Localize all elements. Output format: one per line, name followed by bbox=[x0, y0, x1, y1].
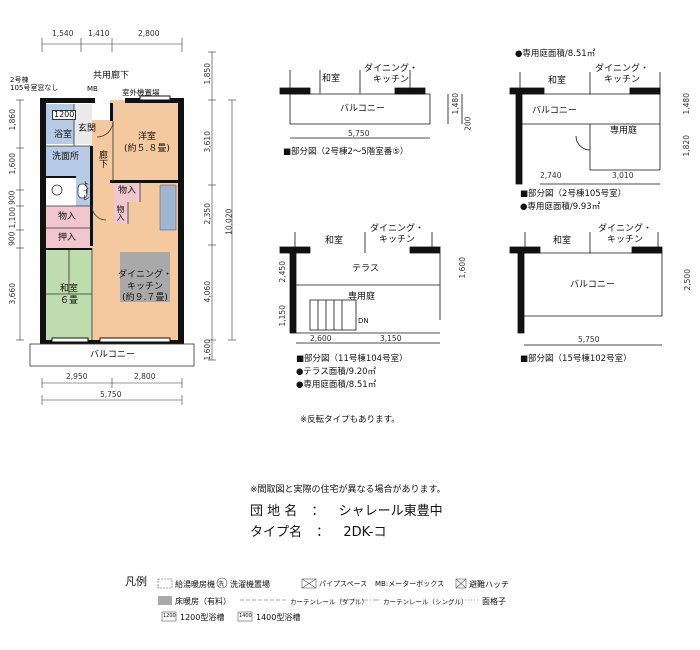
disclaimer: ※間取図と実際の住宅が異なる場合があります。 bbox=[250, 485, 446, 495]
right-dim-total: 10,020 bbox=[224, 208, 234, 235]
info-row-type: タイプ名 ： 2DK-コ bbox=[250, 521, 386, 540]
p4-dk: ダイニング・ キッチン bbox=[598, 224, 653, 245]
p1-dk: ダイニング・ キッチン bbox=[364, 64, 419, 85]
p4-balcony: バルコニー bbox=[570, 280, 615, 290]
note-105: 2号棟 105号室窓なし bbox=[10, 76, 59, 93]
legend-pipe-space: パイプスペース bbox=[319, 580, 368, 588]
room-storage-1: 物入 bbox=[118, 186, 137, 196]
info-value: 2DK-コ bbox=[343, 525, 387, 540]
legend-curtain-double: カーテンレール（ダブル） bbox=[290, 598, 368, 606]
room-entrance: 玄関 bbox=[78, 124, 97, 134]
p2-dim-left: 2,740 bbox=[540, 171, 562, 180]
info-key: タイプ名 bbox=[250, 525, 303, 540]
p3-dim-1: 2,450 bbox=[277, 261, 287, 283]
p3-terrace: テラス bbox=[352, 264, 379, 274]
legend-bath-1400: 1400型浴槽 bbox=[256, 613, 301, 622]
left-dim-1: 1,860 bbox=[7, 109, 17, 131]
info-sep: ： bbox=[316, 525, 330, 540]
mb-label: MB bbox=[87, 85, 98, 93]
left-dim-2: 1,600 bbox=[7, 153, 17, 175]
info-value: シャレール東豊中 bbox=[338, 504, 443, 519]
legend-curtain-single: カーテンレール（シングル） bbox=[383, 598, 468, 606]
legend-mb: MB:メーターボックス bbox=[375, 580, 444, 588]
corridor-label: 共用廊下 bbox=[93, 71, 130, 81]
reverse-note: ※反転タイプもあります。 bbox=[300, 415, 400, 425]
legend-hatch: 避難ハッチ bbox=[469, 580, 509, 589]
p1-side: 200 bbox=[463, 116, 473, 131]
room-storage-2: 物入 bbox=[116, 205, 125, 221]
right-dim-3: 2,350 bbox=[202, 203, 212, 225]
p3-dk: ダイニング・ キッチン bbox=[370, 224, 425, 245]
p2-dim-right: 3,010 bbox=[612, 171, 634, 180]
info-key: 団 地 名 bbox=[250, 504, 298, 519]
room-bath: 浴室 bbox=[54, 130, 73, 140]
p4-width: 5,750 bbox=[578, 335, 600, 344]
bottom-dim-total: 5,750 bbox=[100, 390, 122, 399]
room-western: 洋室 (約５.８畳) bbox=[124, 132, 170, 154]
left-dim-5: 900 bbox=[7, 231, 17, 246]
p1-caption-1: ■部分図（2号棟2～5階室番⑤） bbox=[283, 147, 409, 157]
p2-dk: ダイニング・ キッチン bbox=[595, 64, 650, 85]
top-dim-2: 1,410 bbox=[88, 29, 110, 38]
p3-caption-2: ●テラス面積/9.20㎡ bbox=[296, 367, 377, 377]
top-dim-1: 1,540 bbox=[52, 29, 74, 38]
p2-depth-2: 1,820 bbox=[681, 135, 691, 157]
p4-caption-1: ■部分図（15号棟102号室） bbox=[520, 354, 632, 364]
p3-garden: 専用庭 bbox=[348, 292, 376, 302]
left-dim-6: 3,660 bbox=[7, 283, 17, 305]
room-balcony: バルコニー bbox=[90, 350, 135, 360]
p3-caption-1: ■部分図（11号棟104号室） bbox=[296, 354, 408, 364]
room-washroom: 洗面所 bbox=[52, 152, 80, 162]
legend-title: 凡例 bbox=[125, 575, 147, 588]
bath-size-mark: 1200 bbox=[52, 110, 77, 120]
legend-bath-1200-mark: 1200 bbox=[163, 613, 176, 619]
p4-washitsu: 和室 bbox=[553, 236, 572, 246]
left-dim-3: 900 bbox=[7, 190, 17, 205]
room-storage-3: 物入 bbox=[58, 212, 77, 222]
bottom-dim-1: 2,950 bbox=[66, 372, 88, 381]
p3-washitsu: 和室 bbox=[325, 236, 344, 246]
legend-wash-mark: 洗 bbox=[218, 581, 225, 588]
right-dim-1: 1,850 bbox=[202, 63, 212, 85]
legend-water-heater: 給湯暖房機 bbox=[175, 580, 215, 589]
p3-dim-left: 2,600 bbox=[310, 334, 332, 343]
p1-washitsu: 和室 bbox=[322, 74, 341, 84]
info-row-danchi: 団 地 名 ： シャレール東豊中 bbox=[250, 500, 443, 519]
bottom-dim-2: 2,800 bbox=[134, 372, 156, 381]
p2-caption-top: ●専用庭面積/8.51㎡ bbox=[515, 49, 596, 59]
room-dining-kitchen: ダイニング・ キッチン (約９.７畳) bbox=[118, 270, 173, 304]
left-dim-4: 1,100 bbox=[7, 207, 17, 229]
right-dim-4: 4,060 bbox=[202, 281, 212, 303]
info-sep: ： bbox=[311, 504, 325, 519]
outdoor-unit-label: 室外機置場 bbox=[122, 88, 160, 97]
legend-lattice: 面格子 bbox=[482, 597, 506, 606]
p3-dn: DN bbox=[358, 317, 369, 325]
legend-laundry: 洗濯機置場 bbox=[230, 580, 270, 589]
p4-depth: 2,500 bbox=[682, 269, 692, 291]
p3-dim-3: 1,600 bbox=[457, 257, 467, 279]
legend-floor-heating: 床暖房（有料） bbox=[175, 597, 231, 606]
p1-balcony: バルコニー bbox=[340, 104, 385, 114]
room-japanese: 和室 ６畳 bbox=[60, 284, 79, 306]
room-toilet: トイレ bbox=[82, 180, 90, 201]
p3-dim-2: 1,150 bbox=[277, 305, 287, 327]
right-dim-2: 3,610 bbox=[202, 131, 212, 153]
p2-caption-1: ■部分図（2号棟105号室） bbox=[520, 189, 627, 199]
p2-washitsu: 和室 bbox=[548, 76, 567, 86]
room-closet: 押入 bbox=[58, 233, 77, 243]
p1-width: 5,750 bbox=[348, 129, 370, 138]
room-hall: 廊下 bbox=[97, 150, 107, 168]
p2-balcony: バルコニー bbox=[532, 106, 577, 116]
p2-caption-2: ●専用庭面積/9.93㎡ bbox=[520, 202, 601, 212]
top-dim-3: 2,800 bbox=[138, 29, 160, 38]
p3-caption-3: ●専用庭面積/8.51㎡ bbox=[296, 380, 377, 390]
legend-bath-1400-mark: 1400 bbox=[239, 613, 252, 619]
p2-depth-1: 1,480 bbox=[681, 93, 691, 115]
legend-bath-1200: 1200型浴槽 bbox=[180, 613, 225, 622]
p3-dim-right: 3,150 bbox=[380, 334, 402, 343]
p1-depth: 1,480 bbox=[450, 93, 460, 115]
right-dim-5: 1,600 bbox=[202, 339, 212, 361]
p2-garden: 専用庭 bbox=[610, 126, 638, 136]
